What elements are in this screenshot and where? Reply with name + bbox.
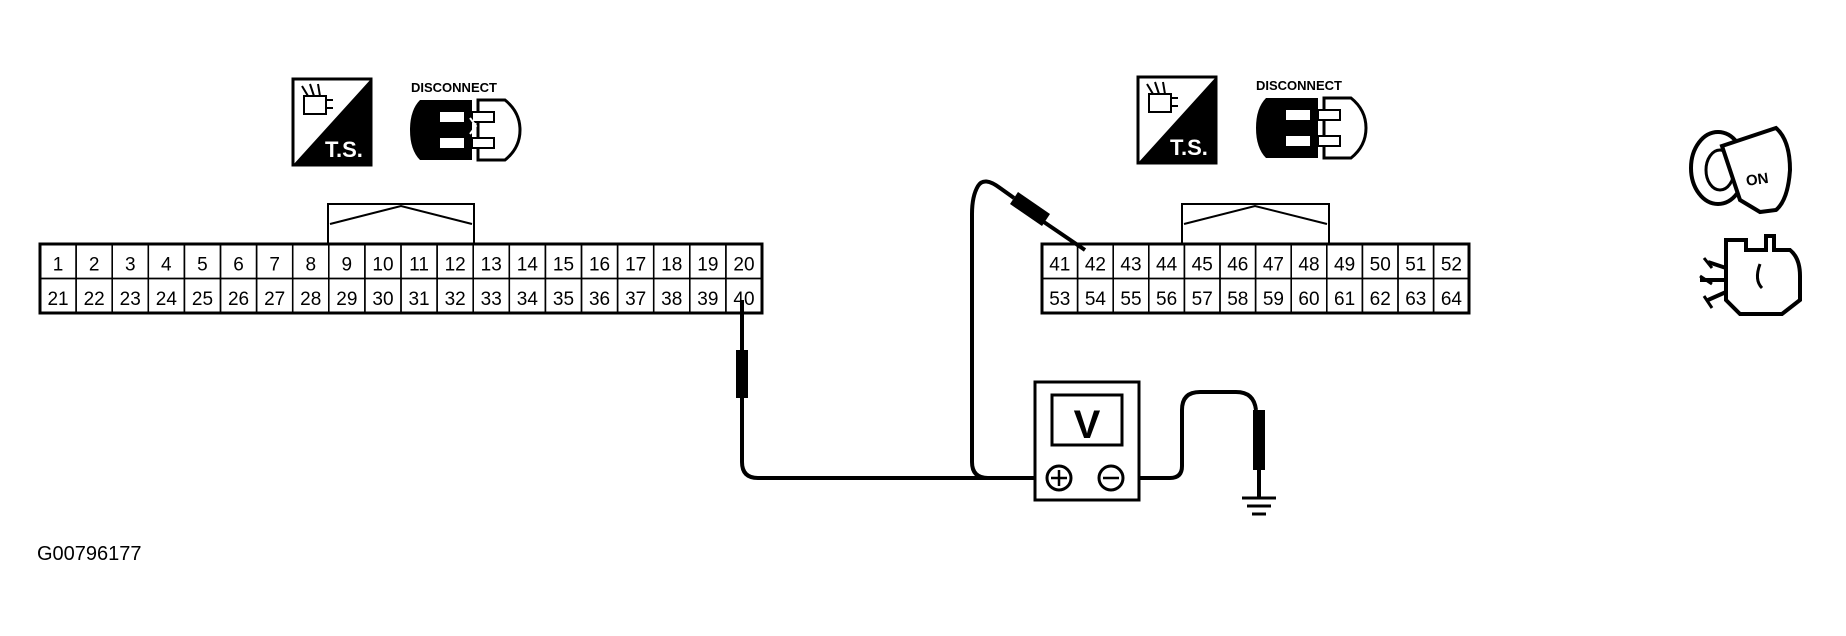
pin-53-label: 53 (1049, 289, 1070, 310)
pin-17-label: 17 (625, 255, 646, 276)
pin-34-label: 34 (517, 289, 539, 310)
ts-label: T.S. (1170, 135, 1208, 160)
pin-52-label: 52 (1441, 255, 1462, 276)
figure-id: G00796177 (37, 543, 142, 565)
pin-11-label: 11 (409, 255, 429, 276)
pin-62-label: 62 (1370, 289, 1391, 310)
pin-33-label: 33 (481, 289, 502, 310)
ground-icon (1242, 496, 1276, 516)
disconnect-connector-icon: DISCONNECT (1256, 78, 1368, 160)
pin-55-label: 55 (1120, 289, 1141, 310)
pin-44-label: 44 (1156, 255, 1178, 276)
pin-26-label: 26 (228, 289, 249, 310)
negative-terminal-icon (1097, 464, 1125, 492)
pin-15-label: 15 (553, 255, 574, 276)
pin-47-label: 47 (1263, 255, 1284, 276)
pin-cell (1432, 277, 1470, 314)
pin-4-label: 4 (161, 255, 172, 276)
pin-64-label: 64 (1441, 289, 1463, 310)
pin-28-label: 28 (300, 289, 321, 310)
pin-22-label: 22 (84, 289, 105, 310)
pin-21-label: 21 (47, 289, 68, 310)
pin-56-label: 56 (1156, 289, 1177, 310)
pin-42-label: 42 (1085, 255, 1106, 276)
pin-38-label: 38 (661, 289, 682, 310)
disconnect-connector-icon: DISCONNECT (410, 80, 522, 162)
pin-30-label: 30 (372, 289, 393, 310)
pin-50-label: 50 (1370, 255, 1391, 276)
ecm-connector-right: 41 42 43 44 45 46 47 48 49 50 51 52 53 54 55 56 57 58 59 60… (1040, 242, 1471, 315)
engine-icon (1699, 234, 1802, 316)
pin-43-label: 43 (1120, 255, 1141, 276)
connector-latch (1181, 203, 1330, 245)
pin-27-label: 27 (264, 289, 285, 310)
pin-31-label: 31 (408, 289, 429, 310)
pin-40-label: 40 (733, 289, 754, 310)
pin-51-label: 51 (1405, 255, 1426, 276)
disconnect-label: DISCONNECT (411, 80, 497, 95)
pin-13-label: 13 (481, 255, 502, 276)
pin-48-label: 48 (1298, 255, 1319, 276)
pin-6-label: 6 (233, 255, 244, 276)
pin-32-label: 32 (445, 289, 466, 310)
pin-54-label: 54 (1085, 289, 1107, 310)
ignition-on-label: ON (1745, 170, 1770, 190)
ground-lead-wire (1126, 390, 1265, 498)
meter-label: V (1074, 403, 1101, 447)
pin-61-label: 61 (1334, 289, 1355, 310)
pin-2-label: 2 (89, 255, 100, 276)
pin-12-label: 12 (445, 255, 466, 276)
pin-23-label: 23 (120, 289, 141, 310)
pin-19-label: 19 (697, 255, 718, 276)
pin-29-label: 29 (336, 289, 357, 310)
connector-latch (327, 203, 475, 245)
pin-10-label: 10 (372, 255, 393, 276)
pin-49-label: 49 (1334, 255, 1355, 276)
pin-36-label: 36 (589, 289, 610, 310)
voltmeter-icon: V (1033, 380, 1141, 502)
pin-20-label: 20 (733, 255, 754, 276)
positive-lead-wire (736, 300, 1052, 480)
pin-58-label: 58 (1227, 289, 1248, 310)
pin-1-label: 1 (53, 255, 64, 276)
negative-probe-wire (970, 179, 1087, 480)
pin-60-label: 60 (1298, 289, 1319, 310)
pin-57-label: 57 (1192, 289, 1213, 310)
ts-label: T.S. (325, 137, 363, 162)
ignition-key-on-icon: ON (1689, 125, 1793, 215)
pin-59-label: 59 (1263, 289, 1284, 310)
pin-35-label: 35 (553, 289, 574, 310)
ts-icon: T.S. (291, 77, 373, 167)
pin-7-label: 7 (269, 255, 280, 276)
ts-icon: T.S. (1136, 75, 1218, 165)
pin-46-label: 46 (1227, 255, 1248, 276)
pin-45-label: 45 (1192, 255, 1213, 276)
positive-terminal-icon (1045, 464, 1073, 492)
pin-41-label: 41 (1049, 255, 1070, 276)
pin-18-label: 18 (661, 255, 682, 276)
pin-25-label: 25 (192, 289, 213, 310)
pin-24-label: 24 (156, 289, 178, 310)
pin-39-label: 39 (697, 289, 718, 310)
pin-63-label: 63 (1405, 289, 1426, 310)
pin-9-label: 9 (342, 255, 353, 276)
disconnect-label: DISCONNECT (1256, 78, 1342, 93)
pin-5-label: 5 (197, 255, 208, 276)
pin-16-label: 16 (589, 255, 610, 276)
pin-37-label: 37 (625, 289, 646, 310)
pin-3-label: 3 (125, 255, 136, 276)
pin-14-label: 14 (517, 255, 539, 276)
pin-8-label: 8 (305, 255, 316, 276)
